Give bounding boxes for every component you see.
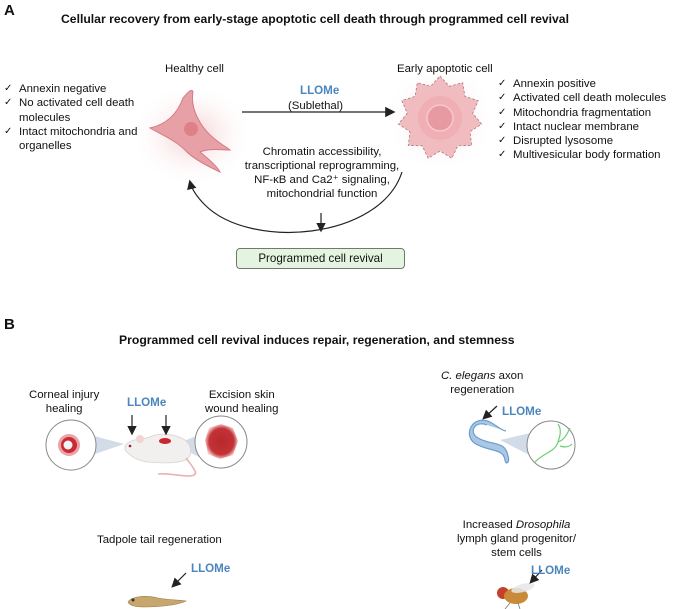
feature-item: ✓Multivesicular body formation — [498, 149, 661, 162]
llome-label: LLOMe — [300, 84, 340, 97]
feature-item: ✓Annexin positive — [498, 78, 596, 90]
axon-zoom-circle — [526, 420, 576, 470]
tadpole-label: Tadpole tail regeneration — [97, 534, 222, 546]
feature-item: ✓Mitochondria fragmentation — [498, 106, 652, 119]
feature-item-continuation: organelles — [19, 140, 72, 153]
feature-item: ✓Intact mitochondria and — [4, 125, 138, 138]
feature-item: ✓Annexin negative — [4, 83, 107, 95]
check-icon: ✓ — [4, 83, 13, 94]
drosophila-label: Increased Drosophila lymph gland progeni… — [456, 519, 577, 559]
llome-label-mouse: LLOMe — [127, 396, 167, 409]
mechanisms-text: Chromatin accessibility, transcriptional… — [244, 146, 400, 200]
apoptotic-cell-features: ✓Annexin positive ✓Activated cell death … — [498, 77, 666, 163]
feature-item: ✓Intact nuclear membrane — [498, 120, 639, 133]
llome-label-worm: LLOMe — [502, 405, 542, 418]
excision-wound-label: Excision skin wound healing — [205, 389, 279, 415]
c-elegans-illustration — [468, 405, 576, 470]
panel-a-graphics — [130, 63, 495, 234]
panel-b-letter: B — [4, 316, 15, 333]
panel-a-title: Cellular recovery from early-stage apopt… — [61, 12, 569, 26]
tadpole-illustration — [127, 572, 187, 608]
feature-item: ✓Disrupted lysosome — [498, 135, 614, 148]
corneal-injury-label: Corneal injury healing — [29, 389, 100, 415]
check-icon: ✓ — [498, 78, 507, 89]
panel-a-letter: A — [4, 2, 15, 19]
feature-item: ✓No activated cell death — [4, 97, 135, 110]
mouse-model-illustration — [45, 415, 248, 477]
check-icon: ✓ — [4, 125, 13, 137]
feature-item: ✓Activated cell death molecules — [498, 92, 667, 105]
healthy-cell-icon — [130, 83, 254, 187]
healthy-cell-features: ✓Annexin negative ✓No activated cell dea… — [4, 82, 137, 153]
panel-b-title: Programmed cell revival induces repair, … — [119, 333, 515, 347]
recovery-curve-arrow — [187, 171, 403, 234]
c-elegans-label: C. elegans axon regeneration — [441, 370, 524, 396]
apoptotic-cell-label: Early apoptotic cell — [397, 63, 493, 75]
sublethal-label: (Sublethal) — [288, 100, 344, 112]
drosophila-illustration — [497, 569, 543, 609]
check-icon: ✓ — [498, 120, 507, 132]
healthy-cell-label: Healthy cell — [165, 63, 224, 75]
check-icon: ✓ — [498, 135, 507, 147]
check-icon: ✓ — [4, 97, 13, 109]
apoptotic-cell-icon — [385, 63, 495, 173]
llome-label-tadpole: LLOMe — [191, 562, 231, 575]
check-icon: ✓ — [498, 106, 507, 118]
feature-item-continuation: molecules — [19, 111, 71, 124]
check-icon: ✓ — [498, 92, 507, 104]
programmed-cell-revival-box: Programmed cell revival — [236, 248, 405, 269]
llome-label-fly: LLOMe — [531, 564, 571, 577]
check-icon: ✓ — [498, 149, 507, 161]
